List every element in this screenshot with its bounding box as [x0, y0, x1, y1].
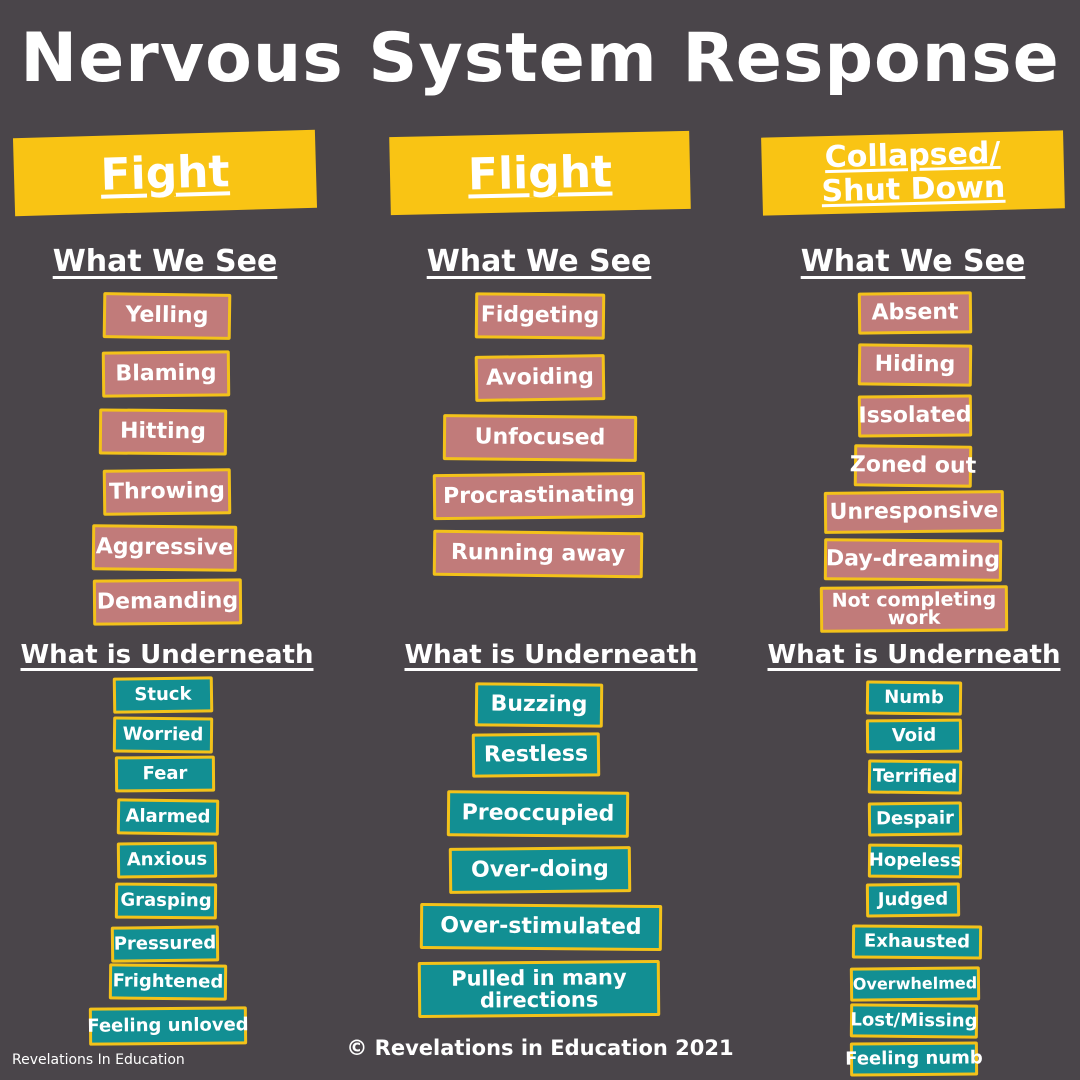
copyright-text: © Revelations in Education 2021 — [346, 1036, 734, 1060]
underneath-tag-collapsed: Hopeless — [867, 843, 963, 879]
underneath-tag-fight: Alarmed — [116, 798, 220, 836]
see-heading-collapsed: What We See — [800, 244, 1026, 279]
see-tag-collapsed: Hiding — [857, 343, 973, 387]
underneath-tag-flight: Pulled in many directions — [417, 959, 661, 1019]
see-tag-flight: Avoiding — [474, 354, 606, 402]
see-tag-fight: Throwing — [102, 468, 232, 516]
underneath-tag-fight: Grasping — [114, 882, 218, 920]
underneath-tag-flight: Buzzing — [474, 682, 604, 728]
underneath-tag-collapsed: Terrified — [867, 759, 963, 795]
see-tag-flight: Fidgeting — [474, 292, 606, 340]
underneath-tag-collapsed: Despair — [867, 801, 963, 837]
underneath-tag-collapsed: Exhausted — [851, 924, 983, 960]
underneath-tag-collapsed: Numb — [865, 680, 963, 716]
see-tag-fight: Yelling — [102, 292, 232, 340]
see-tag-flight: Unfocused — [442, 414, 638, 462]
see-tag-collapsed: Day-dreaming — [823, 538, 1003, 582]
underneath-tag-flight: Restless — [471, 732, 601, 778]
see-heading-fight: What We See — [52, 244, 278, 279]
see-tag-collapsed: Issolated — [857, 394, 973, 438]
underneath-tag-collapsed: Overwhelmed — [849, 966, 981, 1002]
see-tag-fight: Demanding — [92, 578, 243, 626]
underneath-tag-collapsed: Lost/Missing — [849, 1003, 979, 1039]
see-tag-collapsed: Unresponsive — [823, 490, 1005, 534]
underneath-tag-collapsed: Void — [865, 718, 963, 754]
underneath-tag-collapsed: Judged — [865, 882, 961, 918]
see-tag-collapsed: Zoned out — [850, 444, 976, 488]
see-tag-fight: Blaming — [101, 350, 231, 398]
banner-label: Fight — [99, 145, 231, 201]
underneath-heading-flight: What is Underneath — [404, 640, 698, 670]
underneath-heading-fight: What is Underneath — [20, 640, 314, 670]
underneath-tag-flight: Preoccupied — [446, 790, 630, 838]
see-tag-fight: Hitting — [98, 408, 228, 456]
page-title: Nervous System Response — [20, 19, 1060, 98]
underneath-tag-flight: Over-stimulated — [419, 902, 663, 952]
underneath-tag-fight: Fear — [114, 755, 216, 793]
banner-fight: Fight — [12, 129, 318, 217]
banner-label: Collapsed/ Shut Down — [821, 135, 1006, 210]
brand-text: Revelations In Education — [12, 1052, 185, 1068]
see-tag-flight: Procrastinating — [432, 471, 646, 521]
see-tag-flight: Running away — [432, 529, 644, 579]
underneath-tag-fight: Worried — [112, 716, 214, 754]
see-heading-flight: What We See — [426, 244, 652, 279]
underneath-tag-flight: Over-doing — [448, 846, 632, 894]
banner-label: Flight — [467, 145, 613, 201]
banner-flight: Flight — [389, 130, 691, 216]
underneath-tag-fight: Frightened — [108, 963, 228, 1001]
underneath-tag-fight: Pressured — [110, 925, 220, 963]
banner-collapsed: Collapsed/ Shut Down — [761, 130, 1065, 216]
underneath-tag-fight: Anxious — [116, 841, 218, 879]
see-tag-fight: Aggressive — [91, 524, 238, 572]
see-tag-collapsed: Absent — [857, 291, 973, 335]
see-tag-collapsed: Not completing work — [819, 585, 1009, 633]
underneath-tag-fight: Stuck — [112, 676, 214, 714]
underneath-heading-collapsed: What is Underneath — [767, 640, 1061, 670]
